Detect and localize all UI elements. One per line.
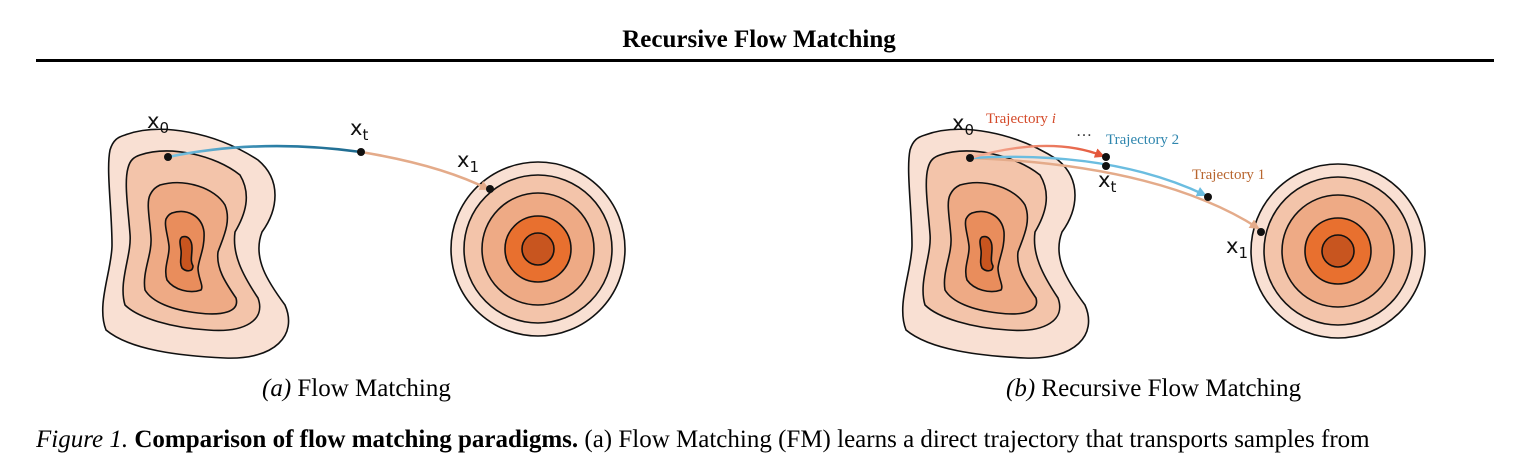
figure-caption-text: (a) Flow Matching (FM) learns a direct t… [578, 426, 1370, 453]
source-distribution-b [901, 128, 1090, 359]
subcaption-b-text: Recursive Flow Matching [1035, 375, 1302, 402]
trajectory-1 [969, 156, 1260, 230]
subcaption-a-text: Flow Matching [291, 375, 451, 402]
source-contour-core [179, 235, 194, 272]
source-distribution-a [101, 128, 290, 359]
target-distribution-a [450, 161, 626, 337]
subcaption-b-label: (b) [1006, 375, 1036, 402]
point-x0-b [966, 154, 974, 162]
figure-caption-title: Comparison of flow matching paradigms. [134, 426, 579, 453]
point-x1-a [486, 185, 494, 193]
label-trajectory-2: Trajectory 2 [1106, 132, 1179, 148]
panel-a: x0 xt x1 [101, 109, 626, 359]
point-xt-a [357, 148, 365, 156]
label-xt-b: xt [1098, 168, 1116, 196]
subcaption-a: (a) Flow Matching [262, 375, 451, 403]
subcaption-b: (b) Recursive Flow Matching [1006, 375, 1301, 403]
running-title: Recursive Flow Matching [622, 26, 896, 53]
target-distribution-b [1250, 163, 1426, 339]
target-contour-core [521, 232, 555, 266]
point-x0-a [164, 153, 172, 161]
figure-caption-label: Figure 1. [36, 426, 129, 453]
header-rule [36, 59, 1494, 62]
trajectory-i [969, 144, 1105, 160]
label-ellipsis: … [1076, 123, 1092, 140]
point-traj-i-end [1102, 153, 1110, 161]
trajectory-a-first-half [167, 144, 362, 159]
trajectory-2 [969, 155, 1207, 197]
label-trajectory-1: Trajectory 1 [1192, 167, 1265, 183]
figure-caption: Figure 1. Comparison of flow matching pa… [36, 426, 1496, 454]
source-contour-core [979, 235, 994, 272]
label-x0-b: x0 [952, 111, 974, 139]
point-x1-b [1257, 228, 1265, 236]
label-x1-b: x1 [1226, 234, 1248, 262]
point-traj-2-end [1204, 193, 1212, 201]
panel-b: x0 xt x1 Trajectory i … Trajectory 2 Tra… [901, 111, 1426, 359]
label-trajectory-i: Trajectory i [986, 111, 1056, 127]
label-xt-a: xt [350, 116, 368, 144]
subcaption-a-label: (a) [262, 375, 292, 402]
target-contour-core [1321, 234, 1355, 268]
trajectory-a-second-half [360, 150, 490, 191]
label-x1-a: x1 [457, 148, 479, 176]
point-xt-b [1102, 162, 1110, 170]
label-x0-a: x0 [147, 109, 169, 137]
